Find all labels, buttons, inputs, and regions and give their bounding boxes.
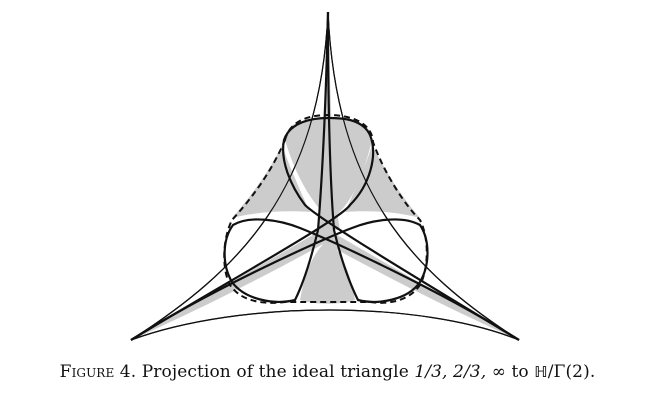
caption-quotient-rest: /Γ(2). <box>547 362 596 382</box>
shaded-region-right <box>345 145 420 218</box>
caption-quotient-h: ℍ <box>534 363 548 381</box>
caption-prefix: Projection of the ideal triangle <box>141 362 409 382</box>
figure-label: Figure 4. <box>59 362 137 382</box>
curve-left-loop <box>223 11 520 341</box>
figure-caption: Figure 4. Projection of the ideal triang… <box>0 362 655 382</box>
caption-to: to <box>511 362 529 382</box>
curve-right-loop <box>130 11 429 341</box>
caption-points: 1/3, 2/3, ∞ <box>414 362 506 382</box>
figure <box>130 11 520 341</box>
shaded-region-bottom <box>300 240 355 304</box>
shaded-region-left <box>232 145 310 218</box>
outer-triangle-border <box>130 11 520 341</box>
ideal-triangle-diagram <box>130 11 520 341</box>
